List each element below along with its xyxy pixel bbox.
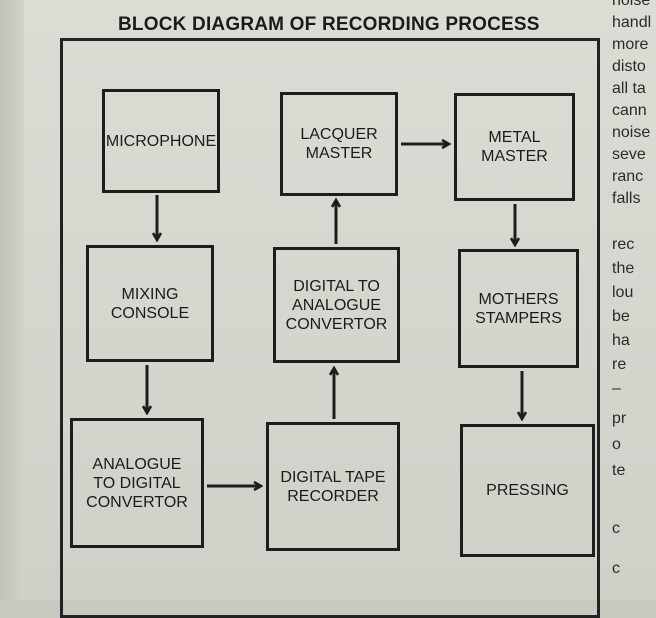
side-line: handl [612,14,652,31]
microphone-block: MICROPHONE [102,89,220,193]
side-line: falls [612,190,641,207]
diagram-title: BLOCK DIAGRAM OF RECORDING PROCESS [118,14,540,35]
side-line: be [612,308,630,325]
analogue-to-digital-convertor-block: ANALOGUE TO DIGITAL CONVERTOR [70,418,204,548]
mothers-stampers-block: MOTHERS STAMPERS [458,249,579,368]
side-line: noise [612,0,651,9]
side-line: cann [612,102,647,119]
side-line: ha [612,332,630,349]
side-line: – [612,380,621,397]
mixing-console-block: MIXING CONSOLE [86,245,214,362]
page-edge [0,0,24,600]
digital-tape-recorder-block: DIGITAL TAPE RECORDER [266,422,400,551]
side-line: c [612,520,620,537]
side-line: te [612,462,626,479]
side-line: disto [612,58,646,75]
side-line: lou [612,284,634,301]
flow-arrows [0,0,656,600]
adjacent-column-text: noise handl more disto all ta cann noise… [606,0,656,600]
side-line: the [612,260,635,277]
lacquer-master-block: LACQUER MASTER [280,92,398,196]
digital-to-analogue-convertor-block: DIGITAL TO ANALOGUE CONVERTOR [273,247,400,363]
side-line: c [612,560,620,577]
side-line: all ta [612,80,646,97]
side-line: noise [612,124,651,141]
pressing-block: PRESSING [460,424,595,557]
side-line: ranc [612,168,644,185]
side-line: o [612,436,621,453]
side-line: more [612,36,649,53]
side-line: re [612,356,627,373]
side-line: pr [612,410,627,427]
metal-master-block: METAL MASTER [454,93,575,201]
side-line: rec [612,236,635,253]
side-line: seve [612,146,646,163]
